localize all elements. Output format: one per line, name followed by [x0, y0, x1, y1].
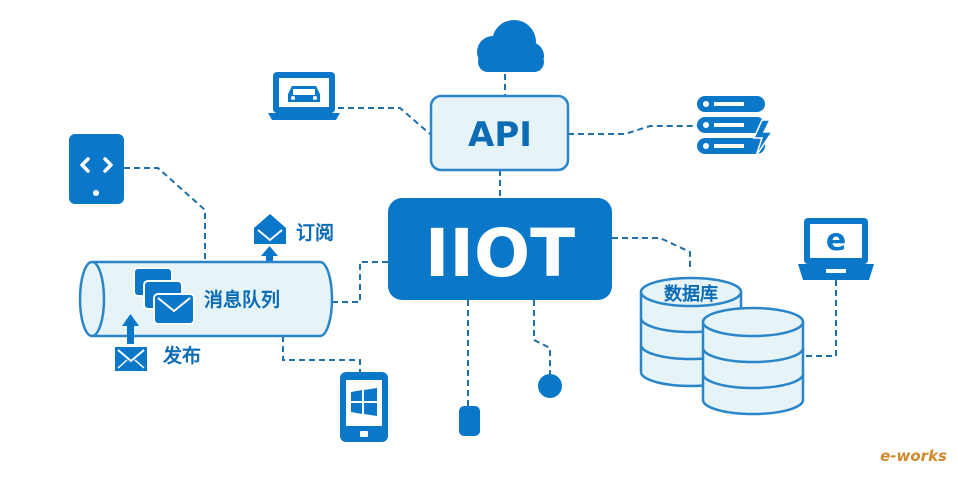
connector-queue-phone: [282, 336, 361, 372]
phone-windows-icon: [340, 372, 388, 442]
connector-hub-dot: [533, 300, 551, 374]
code-tablet-icon: [69, 134, 124, 204]
sensor-icon: [459, 406, 480, 436]
connector-hub-db: [612, 237, 691, 268]
car-laptop-icon: [268, 72, 340, 120]
browser-laptop-icon: [798, 218, 874, 280]
connector-api-server: [568, 125, 700, 135]
cloud-icon: [477, 20, 544, 72]
server-icon: [697, 96, 774, 157]
database-label: 数据库: [664, 283, 718, 305]
dot-icon: [538, 374, 562, 398]
connector-queue-hub: [332, 261, 388, 303]
connectors: [124, 74, 837, 408]
database-icon: [639, 276, 805, 416]
api-box: [429, 94, 570, 172]
publish-envelope-icon: [115, 314, 147, 371]
publish-label: 发布: [162, 344, 201, 367]
api-label: API: [468, 115, 532, 155]
subscribe-label: 订阅: [296, 222, 334, 244]
connector-car-api: [338, 107, 431, 135]
iiot-hub-box: [388, 198, 612, 300]
connector-tablet-queue: [124, 167, 206, 262]
envelope-stack-icon: [133, 267, 195, 325]
browser-e-glyph: e: [826, 223, 846, 258]
watermark-logo: e-works: [880, 447, 947, 465]
iiot-hub-label: IIOT: [425, 215, 575, 292]
message-queue-label: 消息队列: [204, 288, 280, 311]
connector-browser-db: [804, 280, 837, 357]
